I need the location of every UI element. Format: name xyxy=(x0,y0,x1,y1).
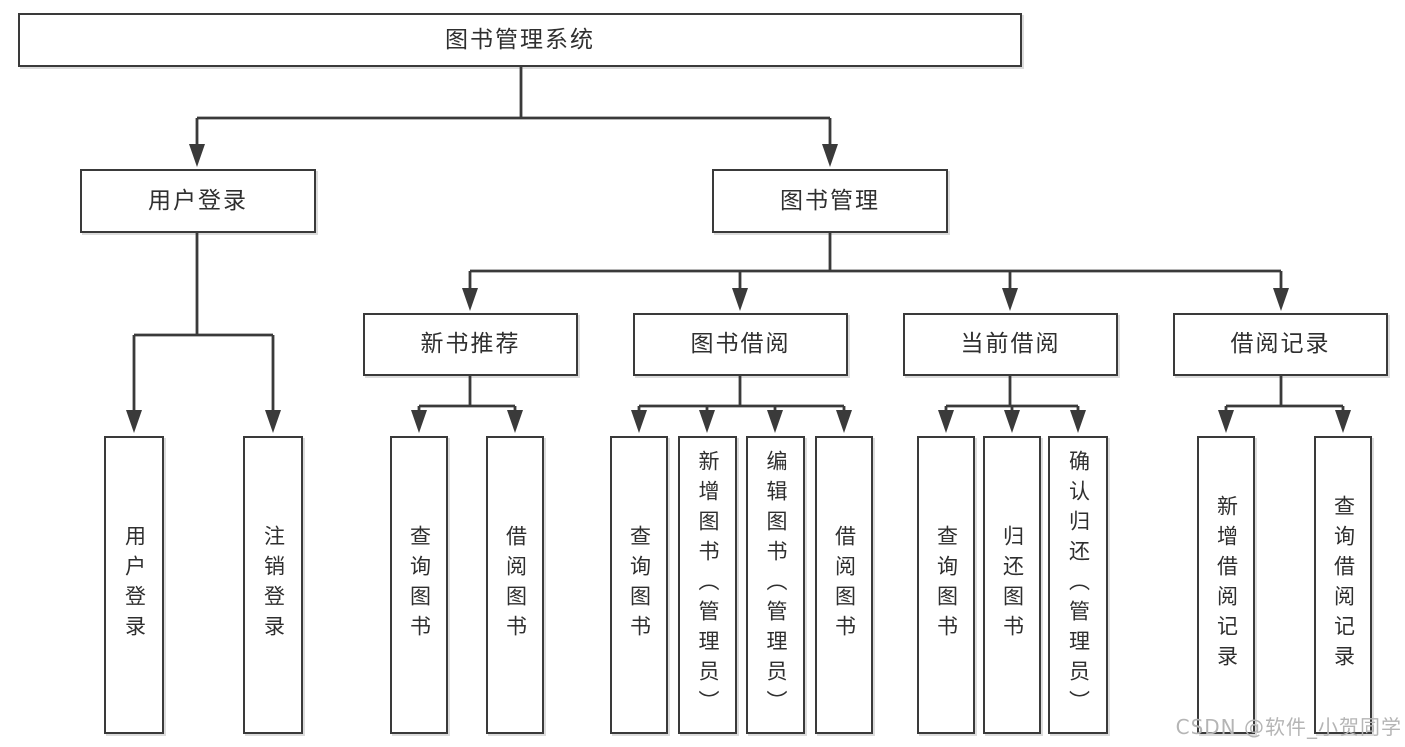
leaf-edit-books-admin-label: 编辑图书（管理员） xyxy=(764,450,788,720)
leaf-add-borrow-record-label: 新增借阅记录 xyxy=(1214,495,1239,675)
leaf-confirm-return-admin: 确认归还（管理员） xyxy=(1048,436,1108,734)
connector-borrow-record-children xyxy=(1218,376,1351,433)
leaf-query-borrow-record-label: 查询借阅记录 xyxy=(1331,495,1356,675)
node-book-borrowing: 图书借阅 xyxy=(633,313,848,376)
node-current-borrowing-label: 当前借阅 xyxy=(960,331,1061,357)
connector-root-to-level2 xyxy=(189,67,838,167)
leaf-edit-books-admin: 编辑图书（管理员） xyxy=(746,436,805,734)
leaf-return-books: 归还图书 xyxy=(983,436,1041,734)
leaf-query-borrow-record: 查询借阅记录 xyxy=(1314,436,1372,734)
leaf-logout: 注销登录 xyxy=(243,436,303,734)
connector-book-management-children xyxy=(462,233,1289,311)
leaf-query-books-current: 查询图书 xyxy=(917,436,975,734)
node-book-management: 图书管理 xyxy=(712,169,948,233)
leaf-return-books-label: 归还图书 xyxy=(1000,525,1025,645)
leaf-add-books-admin: 新增图书（管理员） xyxy=(678,436,737,734)
connector-current-borrow-children xyxy=(938,376,1086,433)
leaf-query-books-current-label: 查询图书 xyxy=(934,525,959,645)
node-user-login: 用户登录 xyxy=(80,169,316,233)
leaf-add-borrow-record: 新增借阅记录 xyxy=(1197,436,1255,734)
connector-book-borrow-children xyxy=(631,376,852,433)
leaf-borrow-books-label: 借阅图书 xyxy=(832,525,857,645)
node-system-root-label: 图书管理系统 xyxy=(445,26,595,53)
leaf-logout-label: 注销登录 xyxy=(261,525,286,645)
leaf-query-books-recommend: 查询图书 xyxy=(390,436,448,734)
node-system-root: 图书管理系统 xyxy=(18,13,1022,67)
leaf-user-login: 用户登录 xyxy=(104,436,164,734)
node-borrowing-records: 借阅记录 xyxy=(1173,313,1388,376)
node-current-borrowing: 当前借阅 xyxy=(903,313,1118,376)
node-book-borrowing-label: 图书借阅 xyxy=(690,331,791,357)
node-user-login-label: 用户登录 xyxy=(148,187,248,214)
connector-user-login-children xyxy=(126,233,281,433)
leaf-user-login-label: 用户登录 xyxy=(122,525,147,645)
watermark: CSDN @软件_小贺同学 xyxy=(1175,715,1402,739)
leaf-confirm-return-admin-label: 确认归还（管理员） xyxy=(1066,450,1091,720)
leaf-borrow-books-recommend-label: 借阅图书 xyxy=(503,525,528,645)
node-new-book-recommend-label: 新书推荐 xyxy=(420,331,521,357)
connector-new-book-children xyxy=(411,376,523,433)
leaf-query-books-borrow: 查询图书 xyxy=(610,436,668,734)
leaf-add-books-admin-label: 新增图书（管理员） xyxy=(696,450,720,720)
leaf-borrow-books: 借阅图书 xyxy=(815,436,873,734)
node-new-book-recommend: 新书推荐 xyxy=(363,313,578,376)
node-borrowing-records-label: 借阅记录 xyxy=(1230,331,1331,357)
leaf-borrow-books-recommend: 借阅图书 xyxy=(486,436,544,734)
node-book-management-label: 图书管理 xyxy=(780,187,880,214)
leaf-query-books-recommend-label: 查询图书 xyxy=(407,525,432,645)
leaf-query-books-borrow-label: 查询图书 xyxy=(627,525,652,645)
